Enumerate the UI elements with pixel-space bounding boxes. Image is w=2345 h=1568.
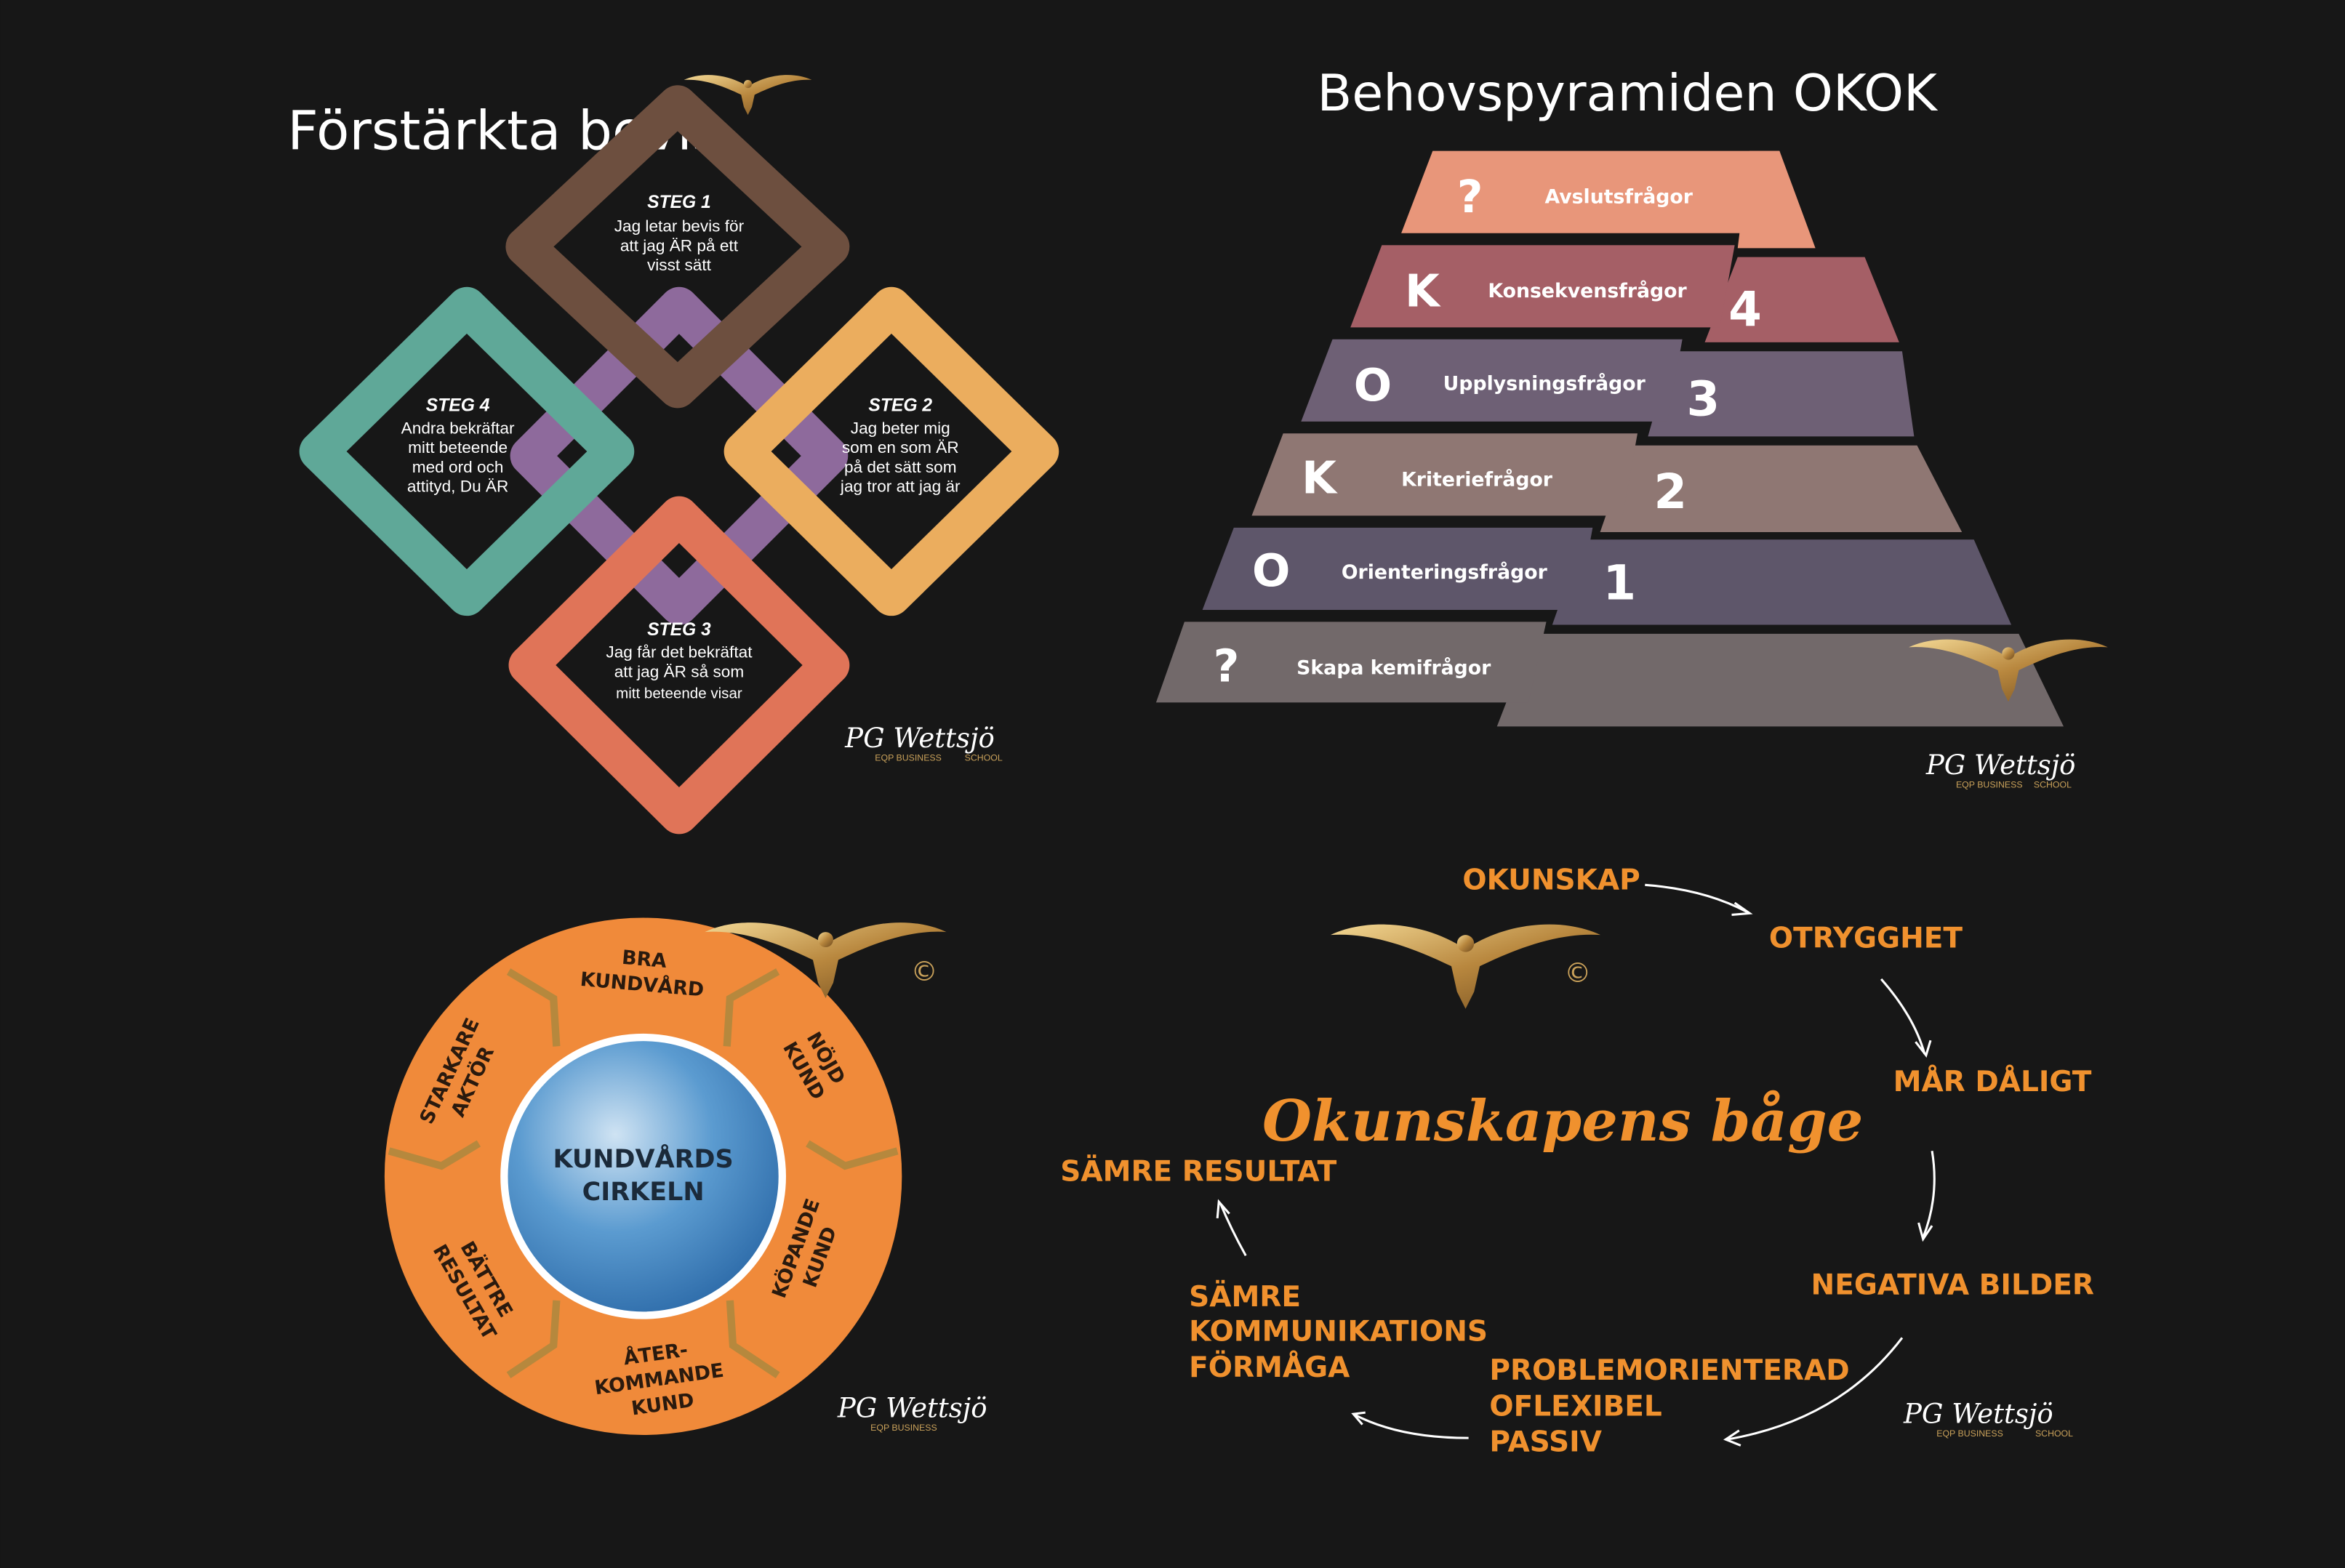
row-level: 4 xyxy=(1728,281,1762,337)
steg2-diamond xyxy=(723,286,1059,616)
node-mar-daligt: MÅR DÅLIGT xyxy=(1893,1065,2092,1098)
steg4-line: mitt beteende xyxy=(408,438,508,457)
row-level: 2 xyxy=(1653,464,1687,520)
node-problemorienterad: PROBLEMORIENTERAD xyxy=(1489,1354,1849,1387)
arrow-icon xyxy=(1645,883,1747,913)
node-passiv: PASSIV xyxy=(1489,1426,1602,1459)
node-negativa-bilder: NEGATIVA BILDER xyxy=(1811,1269,2094,1302)
pyramid-row: O Upplysningsfrågor 3 xyxy=(1301,339,1720,427)
steg1-line: Jag letar bevis för xyxy=(614,217,745,236)
signature-name: PG Wettsjö xyxy=(837,1392,987,1423)
signature-sub: EQP BUSINESS xyxy=(1936,1428,2003,1439)
signature-name: PG Wettsjö xyxy=(844,723,995,754)
pyramid-level-4 xyxy=(1704,257,1899,342)
svg-text:BRA: BRA xyxy=(621,946,668,973)
panel-behovspyramiden: Behovspyramiden OKOK ? Avslutsfrågor K K… xyxy=(1155,64,2108,790)
signature-sub: EQP BUSINESS xyxy=(875,753,942,763)
steg3-line: att jag ÄR så som xyxy=(614,662,744,680)
row-letter: ? xyxy=(1457,171,1483,223)
row-letter: K xyxy=(1405,265,1441,318)
pyramid-row: O Orienteringsfrågor 1 xyxy=(1202,527,1636,611)
cycle-arrows xyxy=(1216,883,1936,1447)
arrow-icon xyxy=(1219,1202,1247,1256)
pyramid-row: ? Skapa kemifrågor xyxy=(1155,622,1547,703)
arrow-icon xyxy=(1352,1412,1469,1439)
signature-logo: PG Wettsjö EQP BUSINESS SCHOOL xyxy=(1903,1399,2073,1439)
steg3-diamond xyxy=(508,496,850,835)
node-okunskap: OKUNSKAP xyxy=(1462,864,1640,896)
pyramid xyxy=(1496,150,2064,727)
steg4-line: attityd, Du ÄR xyxy=(407,478,508,496)
row-letter: ? xyxy=(1214,640,1240,693)
steg2-heading: STEG 2 xyxy=(868,395,932,415)
signature-sub: SCHOOL xyxy=(965,753,1003,763)
copyright-symbol: © xyxy=(1564,957,1591,989)
steg4-heading: STEG 4 xyxy=(426,395,490,415)
row-letter: O xyxy=(1252,544,1290,597)
pyramid-level-2 xyxy=(1600,445,1963,533)
steg2-line: som en som ÄR xyxy=(842,438,959,457)
pyramid-level-base xyxy=(1496,633,2064,727)
center-label: CIRKELN xyxy=(582,1178,705,1207)
steg1-diamond xyxy=(505,85,850,409)
pyramid-level-3 xyxy=(1648,351,1915,437)
signature-name: PG Wettsjö xyxy=(1925,749,2076,781)
pyramid-row: K Konsekvensfrågor 4 xyxy=(1350,245,1762,337)
node-oflexibel: OFLEXIBEL xyxy=(1489,1390,1661,1423)
steg3-line: mitt beteende visar xyxy=(616,685,742,701)
copyright-symbol: © xyxy=(911,956,938,987)
row-letter: O xyxy=(1354,359,1392,411)
steg2-line: på det sätt som xyxy=(844,458,957,476)
row-label: Kriteriefrågor xyxy=(1401,467,1553,491)
panel-okunskapens-bage: © Okunskapens båge OKUNSKAP OTRYGGHET MÅ… xyxy=(1060,864,2094,1458)
row-letter: K xyxy=(1302,452,1338,504)
center-label: KUNDVÅRDS xyxy=(553,1143,733,1174)
signature-logo: PG Wettsjö EQP BUSINESS SCHOOL xyxy=(844,723,1003,763)
node-otrygghet: OTRYGGHET xyxy=(1769,922,1963,955)
row-label: Orienteringsfrågor xyxy=(1342,560,1548,584)
steg2-line: Jag beter mig xyxy=(851,419,950,437)
steg2-line: jag tror att jag är xyxy=(840,478,961,496)
signature-logo: PG Wettsjö EQP BUSINESS xyxy=(837,1392,987,1433)
signature-sub: EQP BUSINESS xyxy=(870,1423,937,1433)
steg4-line: med ord och xyxy=(412,458,504,476)
row-level: 3 xyxy=(1687,371,1720,427)
node-samre-kommunikation: KOMMUNIKATIONS xyxy=(1189,1315,1488,1348)
node-samre-resultat: SÄMRE RESULTAT xyxy=(1060,1154,1336,1188)
steg1-line: visst sätt xyxy=(647,256,712,274)
pyramid-level-1 xyxy=(1552,539,2012,625)
arrow-icon xyxy=(1880,978,1926,1055)
arrow-icon xyxy=(1727,1337,1904,1441)
row-label: Avslutsfrågor xyxy=(1545,185,1693,209)
row-label: Upplysningsfrågor xyxy=(1443,372,1646,395)
steg4-diamond xyxy=(299,286,635,616)
signature-sub: EQP BUSINESS xyxy=(1956,780,2023,790)
node-samre-kommunikation: FÖRMÅGA xyxy=(1189,1350,1350,1384)
pyramid-row: ? Avslutsfrågor xyxy=(1401,150,1780,233)
panel2-title: Behovspyramiden OKOK xyxy=(1317,64,1939,123)
arrow-icon xyxy=(1922,1151,1936,1239)
signature-logo: PG Wettsjö EQP BUSINESS SCHOOL xyxy=(1925,749,2076,790)
panel-forstarkta-bevis: Förstärkta bevis STEG 1 Jag letar bevis … xyxy=(287,75,1059,835)
steg1-line: att jag ÄR på ett xyxy=(620,236,739,254)
panel4-title: Okunskapens båge xyxy=(1262,1088,1863,1154)
steg4-line: Andra bekräftar xyxy=(401,419,515,437)
signature-sub: SCHOOL xyxy=(2035,1428,2073,1439)
steg3-line: Jag får det bekräftat xyxy=(606,643,753,662)
node-samre-kommunikation: SÄMRE xyxy=(1189,1279,1301,1314)
row-label: Skapa kemifrågor xyxy=(1296,656,1491,679)
steg3-heading: STEG 3 xyxy=(647,620,711,640)
steg1-heading: STEG 1 xyxy=(647,193,711,212)
row-label: Konsekvensfrågor xyxy=(1488,279,1687,302)
row-level: 1 xyxy=(1603,555,1636,611)
signature-sub: SCHOOL xyxy=(2034,780,2072,790)
pyramid-row: K Kriteriefrågor 2 xyxy=(1251,433,1687,520)
signature-name: PG Wettsjö xyxy=(1903,1399,2053,1430)
center-circle xyxy=(500,1033,786,1319)
